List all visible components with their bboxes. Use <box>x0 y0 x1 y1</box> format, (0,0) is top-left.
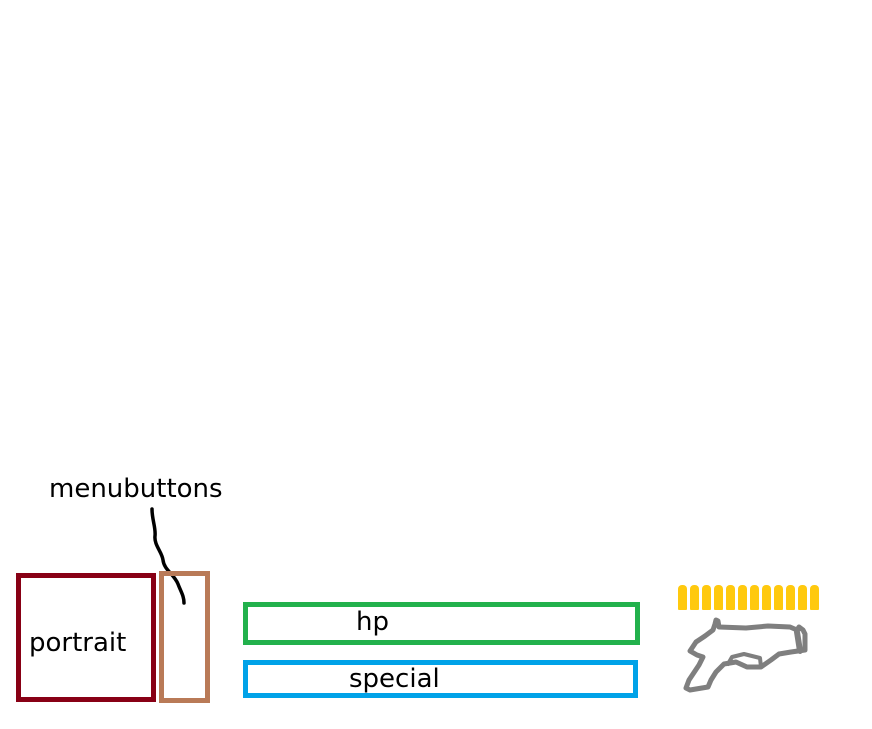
menubuttons-label: menubuttons <box>49 474 223 504</box>
bullet-icon <box>738 585 747 610</box>
special-bar <box>243 660 638 698</box>
bullet-icon <box>786 585 795 610</box>
menubuttons-panel[interactable] <box>159 571 210 703</box>
bullet-icon <box>702 585 711 610</box>
hp-label: hp <box>356 607 389 637</box>
bullet-icon <box>798 585 807 610</box>
hp-bar <box>243 602 640 645</box>
bullet-icon <box>750 585 759 610</box>
ammo-counter <box>678 585 819 611</box>
bullet-icon <box>762 585 771 610</box>
bullet-icon <box>774 585 783 610</box>
bullet-icon <box>810 585 819 610</box>
special-label: special <box>349 664 440 694</box>
bullet-icon <box>726 585 735 610</box>
bullet-icon <box>678 585 687 610</box>
portrait-frame[interactable] <box>16 573 156 702</box>
bullet-icon <box>690 585 699 610</box>
bullet-icon <box>714 585 723 610</box>
portrait-label: portrait <box>29 628 127 658</box>
